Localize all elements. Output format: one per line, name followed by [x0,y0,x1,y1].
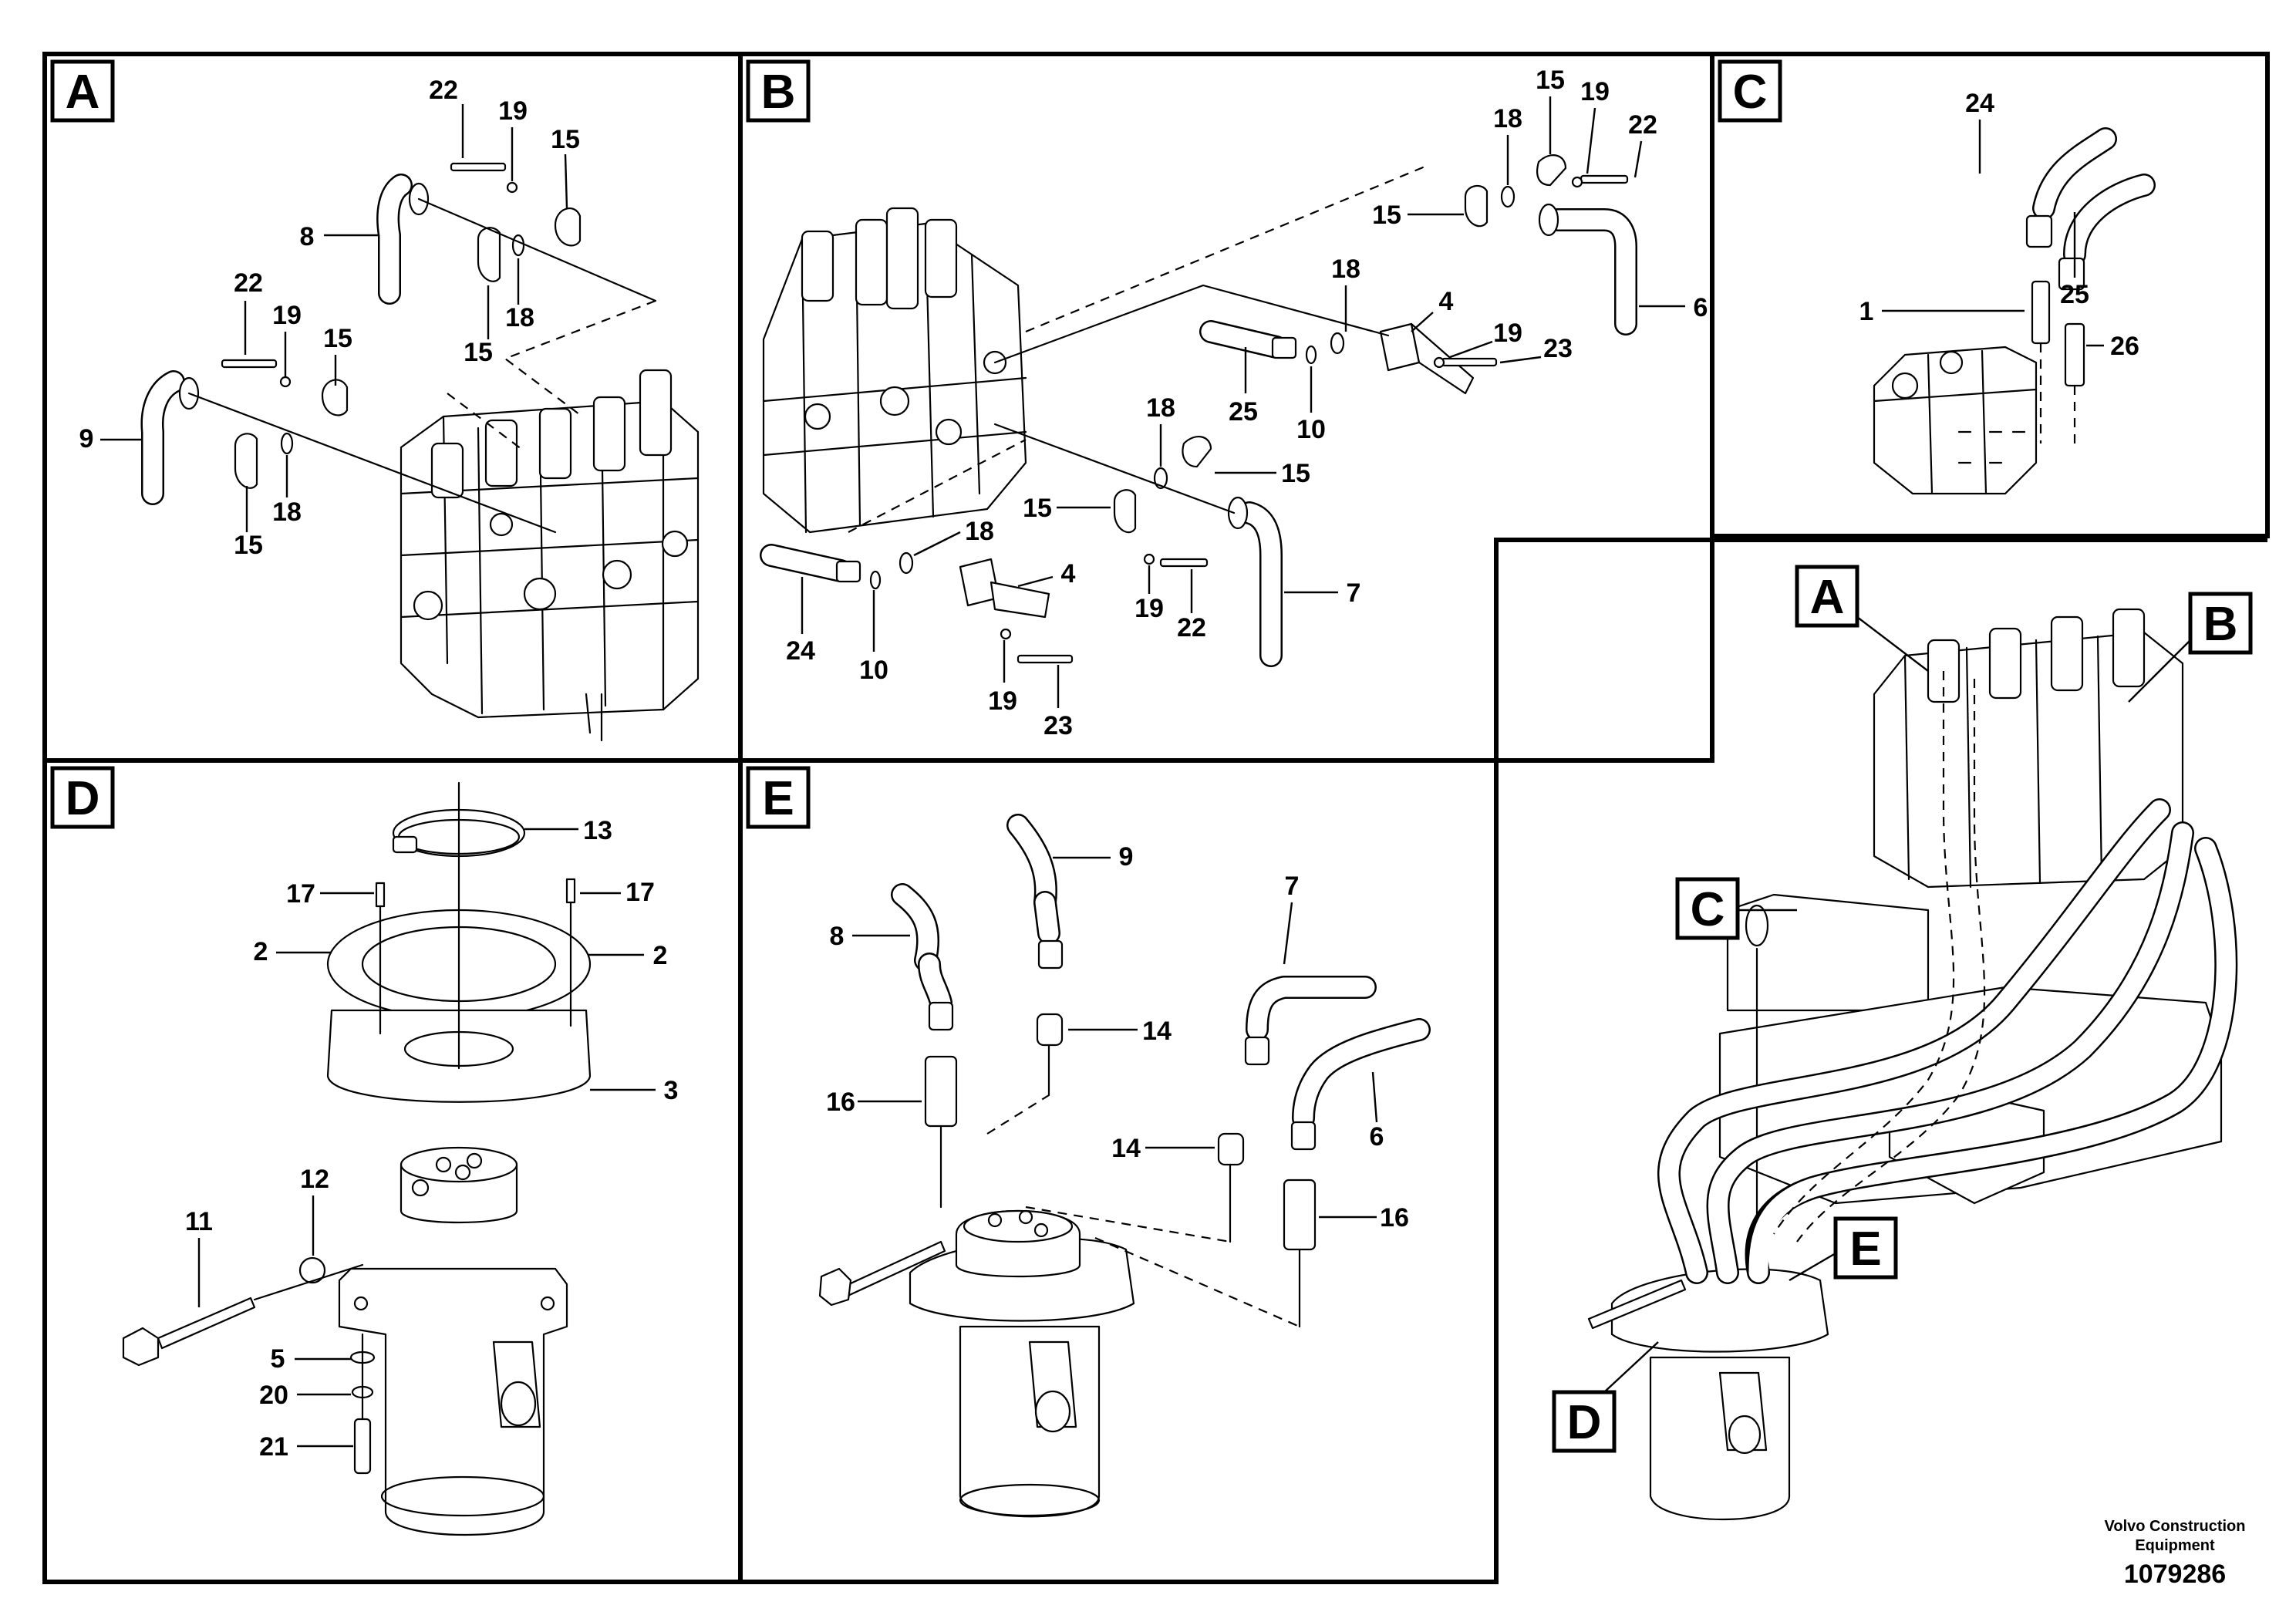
callout-number: 25 [1229,397,1258,427]
panel-label-b-text: B [761,66,796,119]
callout-number: 15 [1536,66,1565,95]
overview-label-a: A [1795,565,1929,672]
callout-number: 15 [551,125,580,154]
callout-number: 2 [254,937,268,966]
callout-number: 15 [234,531,263,560]
callout-number: 14 [1142,1017,1172,1046]
panel-e-callouts: 9 8 7 14 14 6 16 16 [826,842,1409,1233]
callout-number: 8 [830,922,845,951]
callout-number: 12 [300,1165,329,1194]
callout-number: 19 [988,686,1017,716]
callout-number: 23 [1543,334,1573,363]
callout-number: 18 [272,497,302,527]
panel-label-c: C [1718,59,1782,123]
callout-number: 18 [1493,104,1522,133]
callout-number: 6 [1370,1122,1384,1152]
panel-label-b: B [746,59,811,123]
panel-label-d: D [50,766,115,829]
callout-number: 2 [653,941,668,970]
callout-number: 19 [272,301,302,330]
callout-number: 17 [625,878,655,907]
overview-frame [1494,538,2267,1582]
callout-number: 23 [1043,711,1073,740]
callout-number: 26 [2110,332,2139,361]
panel-e-frame [738,758,1499,1584]
callout-number: 10 [859,656,888,685]
callout-number: 24 [786,636,815,666]
drawing-number: 1079286 [2124,1560,2226,1589]
callout-number: 9 [79,424,94,454]
overview-label-c-text: C [1691,883,1725,936]
panel-label-a: A [50,59,115,123]
overview-label-a-text: A [1810,571,1845,624]
panel-b-callouts: 15 19 22 18 15 6 18 4 19 23 25 10 18 15 … [786,66,1708,740]
callout-number: 22 [1628,110,1657,140]
overview-label-e: E [1789,1216,1898,1282]
callout-number: 15 [1281,459,1310,488]
footer: Volvo Construction Equipment 1079286 [2105,1518,2246,1589]
callout-number: 8 [300,222,315,251]
callout-number: 17 [286,879,315,909]
callout-number: 4 [1061,559,1076,588]
panel-c-frame [1710,52,2270,538]
callout-number: 1 [1859,297,1874,326]
overview-label-d-text: D [1567,1396,1602,1449]
panel-label-e-text: E [762,772,794,825]
panel-c-drawing [1873,127,2156,495]
panel-b-drawing [760,154,1637,667]
callout-number: 10 [1296,415,1326,444]
panel-d-callouts: 13 17 17 2 2 3 12 11 5 20 21 [185,816,678,1462]
panel-a-callouts: 22 19 15 8 18 15 22 19 15 9 15 18 [79,76,580,560]
callout-number: 16 [826,1088,855,1117]
panel-a-drawing [140,162,700,742]
panel-c-callouts: 24 25 1 26 [1859,89,2139,361]
callout-number: 18 [505,303,534,332]
callout-number: 13 [583,816,612,845]
callout-number: 22 [234,268,263,298]
panel-label-c-text: C [1733,66,1768,119]
overview-label-e-text: E [1849,1222,1881,1276]
callout-number: 18 [1331,255,1360,284]
callout-number: 15 [1023,494,1052,523]
overview-label-b-text: B [2203,598,2238,651]
callout-number: 19 [1493,319,1522,348]
overview-label-c: C [1675,877,1797,940]
callout-number: 5 [271,1344,285,1374]
callout-number: 3 [664,1076,679,1105]
callout-number: 18 [965,517,994,546]
callout-number: 14 [1111,1134,1141,1163]
panel-e-drawing [818,814,1431,1518]
callout-number: 15 [1372,201,1401,230]
overview-label-b: B [2128,592,2253,703]
callout-number: 19 [1580,77,1610,106]
callout-number: 18 [1146,393,1175,423]
callout-number: 7 [1285,872,1300,901]
panel-label-a-text: A [66,66,100,119]
callout-number: 4 [1439,287,1454,316]
panel-label-d-text: D [66,772,100,825]
overview-label-d: D [1552,1341,1659,1453]
overview-drawing [1587,608,2238,1521]
callout-number: 6 [1694,293,1708,322]
callout-number: 22 [1177,613,1206,642]
callout-number: 19 [498,96,528,126]
callout-number: 22 [429,76,458,105]
callout-number: 11 [185,1207,213,1236]
company-name-line1: Volvo Construction [2105,1518,2246,1535]
callout-number: 15 [323,324,352,353]
callout-number: 16 [1380,1203,1409,1233]
callout-number: 20 [259,1381,288,1410]
callout-number: 19 [1135,594,1164,623]
callout-number: 15 [464,338,493,367]
panel-d-drawing [122,781,592,1536]
callout-number: 7 [1347,578,1361,608]
company-name-line2: Equipment [2135,1537,2215,1554]
callout-number: 24 [1965,89,1994,118]
panel-label-e: E [746,766,811,829]
callout-number: 25 [2060,280,2089,309]
callout-number: 9 [1119,842,1134,872]
callout-number: 21 [259,1432,288,1462]
